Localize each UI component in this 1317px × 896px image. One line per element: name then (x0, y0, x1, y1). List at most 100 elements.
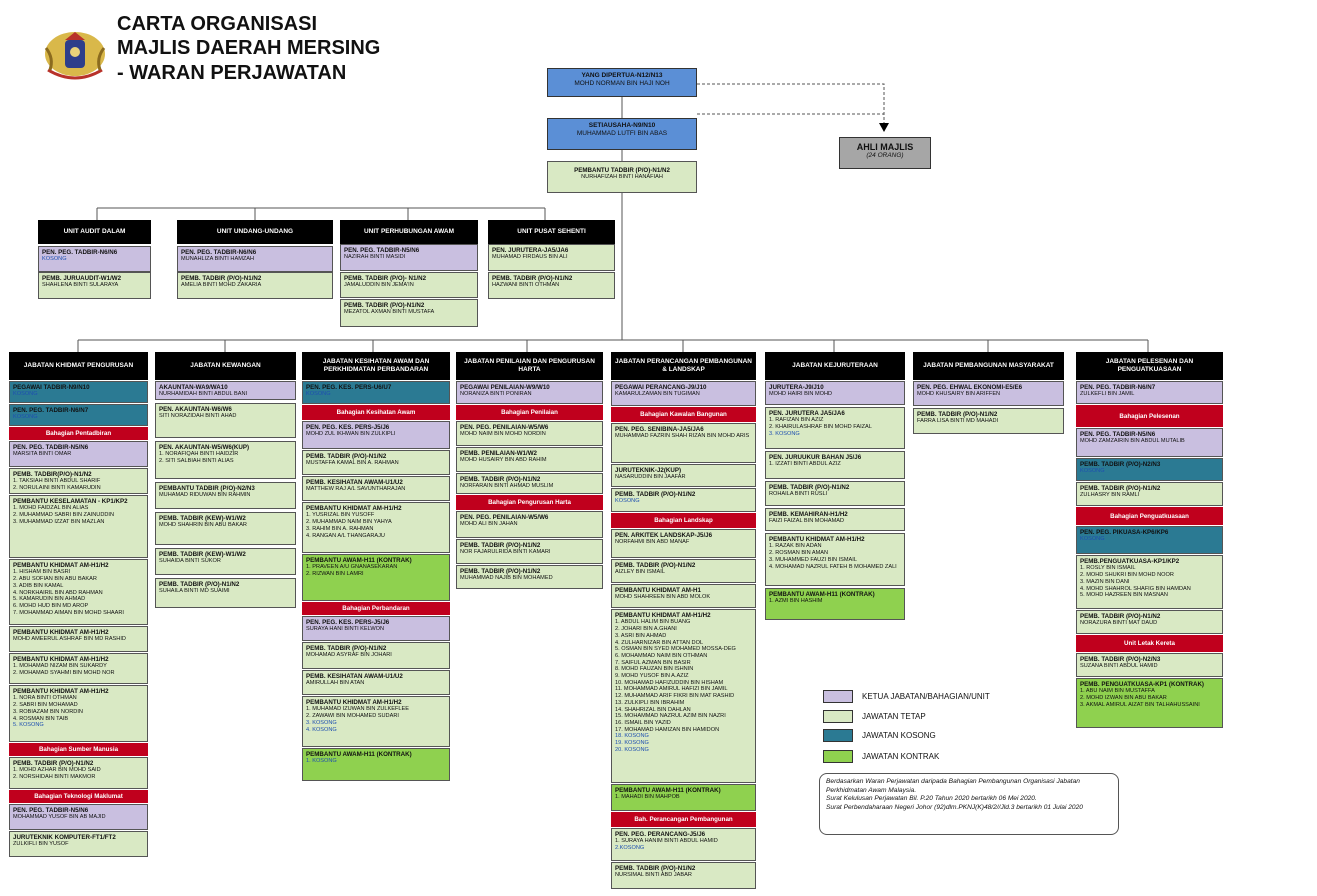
section-header: Bahagian Kawalan Bangunan (611, 407, 756, 422)
officer-name: NORAZURA BINTI MAT DAUD (1080, 620, 1158, 627)
officer-name: 1. YUSRIZAL BIN YUSOFF (306, 512, 375, 519)
officer-name: 1. MAHADI BIN MAHPOB (615, 794, 680, 801)
crest-logo (40, 28, 110, 86)
legend-swatch-kosong (823, 729, 853, 742)
position-title: PEMBANTU KESELAMATAN - KP1/KP2 (13, 498, 128, 505)
section-header: Bahagian Pengurusan Harta (456, 495, 603, 510)
legend-swatch-ketua (823, 690, 853, 703)
section-header: Bahagian Kesihatan Awam (302, 405, 450, 420)
officer-name: NURHAMIDAH BINTI ABDUL BANI (159, 391, 248, 398)
officer-name: 2. NORULAINI BINTI KAMARUDIN (13, 485, 101, 492)
position-title: PEMB. KESIHATAN AWAM-U1/U2 (306, 479, 403, 486)
officer-name: 3. ROBIAZAM BIN NORDIN (13, 708, 83, 715)
position-title: PEN. PEG. TADBIR-N5/N6 (13, 444, 89, 451)
officer-name: 2. ROSMAN BIN AMAN (769, 550, 829, 557)
officer-name: ROHAILA BINTI RUSLI (769, 491, 828, 498)
reference-note: Berdasarkan Waran Perjawatan daripada Ba… (819, 773, 1119, 835)
officer-name: MUHAMMAD NAJIB BIN MOHAMED (460, 575, 553, 582)
chart-title: CARTA ORGANISASI MAJLIS DAERAH MERSING -… (117, 12, 380, 85)
officer-name: 1. NORAFIQAH BINTI HAIDZIR (159, 451, 239, 458)
officer-name: MOHD ZAMZAIRIN BIN ABDUL MUTALIB (1080, 438, 1185, 445)
officer-name: SURAYA HANI BINTI KELWON (306, 626, 385, 633)
officer-name: 2. ZAWAWI BIN MOHAMED SUDARI (306, 713, 399, 720)
position-title: PEMB. TADBIR (P/O)-N1/N2 (344, 302, 425, 309)
position-title: PEN. JURUUKUR BAHAN J5/J6 (769, 454, 862, 461)
pembantu-tadbir-box: PEMBANTU TADBIR (P/O)-N1/N2 NURHAFIZAH B… (547, 161, 697, 193)
officer-name: 20. KOSONG (615, 746, 649, 753)
position-title: PEMB. TADBIR (KEW)-W1/W2 (159, 551, 246, 558)
officer-name: KOSONG (13, 391, 38, 398)
position-title: PEN. PEG. TADBIR-N5/N6 (1080, 431, 1156, 438)
position-title: PEMB. TADBIR (P/O)-N1/N2 (615, 562, 696, 569)
officer-name: 2. RIZWAN BIN LAMRI (306, 571, 364, 578)
officer-name: KOSONG (615, 498, 640, 505)
position-title: PEN. AKAUNTAN-W6/W6 (159, 406, 232, 413)
officer-name: 1. IZZATI BINTI ABDUL AZIZ (769, 461, 841, 468)
position-title: PEN. PEG. EHWAL EKONOMI-E5/E6 (917, 384, 1023, 391)
note-line: Surat Kelulusan Perjawatan Bil. P.20 Tah… (826, 795, 1037, 803)
position-title: PEMBANTU KHIDMAT AM-H1/H2 (306, 505, 402, 512)
position-box: PEMBANTU AWAM-H11 (KONTRAK)1. MAHADI BIN… (611, 784, 756, 811)
officer-name: 9. MOHD YUSOF BIN A.AZIZ (615, 673, 689, 680)
officer-name: NORANIZA BINTI PONIRAN (460, 391, 532, 398)
position-title: PEMBANTU AWAM-H11 (KONTRAK) (769, 591, 875, 598)
department-header: JABATAN KEWANGAN (155, 352, 296, 380)
officer-name: 1. RAZAK BIN ADAN (769, 543, 822, 550)
position-title: PEN. PEG. PIKUASA-KP6/KP6 (1080, 529, 1169, 536)
position-title: PEMB. TADBIR (P/O)-N2/N3 (1080, 656, 1161, 663)
department-header: JABATAN PEMBANGUNAN MASYARAKAT (913, 352, 1064, 380)
legend-label: JAWATAN TETAP (862, 712, 926, 721)
position-title: PEMB. TADBIR (P/O)-N1/N2 (1080, 485, 1161, 492)
officer-name: NORFARAIN BINTI AHMAD MUSLIM (460, 483, 554, 490)
position-title: PEMB. TADBIR (P/O)-N1/N2 (13, 760, 94, 767)
officer-name: 2. NORSHIDAH BINTI MAKMOR (13, 774, 96, 781)
officer-name: MUNAHLIZA BINTI HAMZAH (181, 256, 255, 263)
officer-name: FAIZI FAIZAL BIN MOHAMAD (769, 518, 845, 525)
officer-name: 10. MOHAMAD HAFIZUDDIN BIN HISHAM (615, 679, 724, 686)
position-box: PEMBANTU AWAM-H11 (KONTRAK)1. PRAVEEN A/… (302, 554, 450, 601)
officer-name: 1. PRAVEEN A/U GNANASEKARAN (306, 564, 398, 571)
position-title: PEN. PEG. TADBIR-N6/N6 (42, 249, 118, 256)
position-title: PEMB. TADBIR (P/O)-N1/N2 (769, 484, 850, 491)
officer-name: 4. ROSMAN BIN TAIB (13, 715, 69, 722)
legend-swatch-kontrak (823, 750, 853, 763)
officer-name: 4. ZULHARNIZAR BIN ATTAN DOL (615, 639, 704, 646)
position-title: PEN. PEG. TADBIR-N6/N7 (13, 407, 89, 414)
position-title: PEMBANTU KHIDMAT AM-H1/H2 (13, 688, 109, 695)
section-header: Bahagian Pelesenan (1076, 405, 1223, 427)
section-header: Bahagian Landskap (611, 513, 756, 528)
department-header: JABATAN PERANCANGAN PEMBANGUNAN & LANDSK… (611, 352, 756, 380)
officer-name: FARRA LISA BINTI MD MAHADI (917, 418, 999, 425)
officer-name: 2. MOHD IZWAN BIN ABU BAKAR (1080, 695, 1167, 702)
officer-name: 13. ZULKIPLI BIN IBRAHIM (615, 699, 685, 706)
position-title: PEN. PEG. TADBIR-N5/N6 (13, 807, 89, 814)
position-title: PEMB. JURUAUDIT-W1/W2 (42, 275, 122, 282)
position-title: PEMB. TADBIR (P/O)-N1/N2 (460, 568, 541, 575)
officer-name: MOHAMAD ASYRAF BIN JOHARI (306, 652, 392, 659)
officer-name: 1. MOHD FAIDZAL BIN ALIAS (13, 505, 89, 512)
officer-name: 1. ABDUL HALIM BIN BUANG (615, 619, 691, 626)
officer-name: ZULKEFLI BIN JAMIL (1080, 391, 1135, 398)
officer-name: SUHAILA BINTI MD SUAIMI (159, 588, 230, 595)
position-title: JURUTERA-J9/J10 (769, 384, 824, 391)
position-title: PEMB. TADBIR(P/O)-N1/N2 (13, 471, 92, 478)
member-count: (24 ORANG) (866, 152, 904, 159)
officer-name: MUHAMAD FIRDAUS BIN ALI (492, 254, 568, 261)
officer-name: NURSIMAL BINTI ABD JABAR (615, 872, 692, 879)
officer-name: 2. ABU SOFIAN BIN ABU BAKAR (13, 576, 97, 583)
section-header: Bahagian Pentadbiran (9, 427, 148, 440)
